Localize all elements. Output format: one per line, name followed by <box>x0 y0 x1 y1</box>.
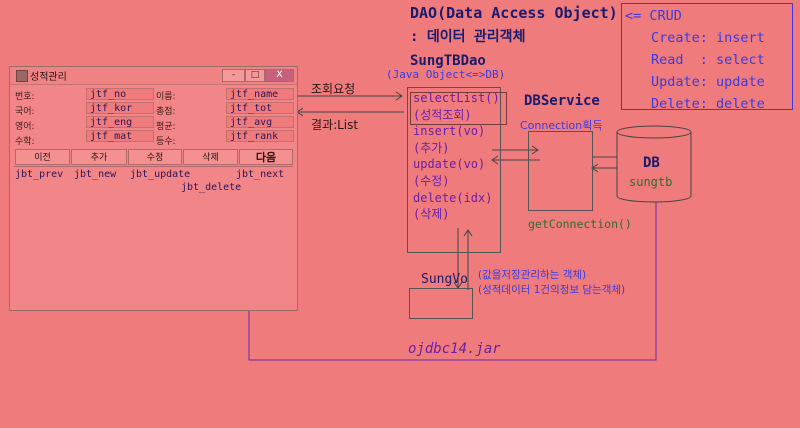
crud-update: Update: update <box>651 74 765 90</box>
dao-dbservice-arrow-top-head <box>531 145 539 155</box>
crud-box <box>621 3 793 110</box>
jar-label: ojdbc14.jar <box>408 341 501 357</box>
label-avg: 평균: <box>156 122 176 132</box>
crud-list: <= CRUD Create: insert Read : select Upd… <box>625 5 765 115</box>
dao-method-insert: insert(vo) <box>413 124 486 139</box>
next-button[interactable]: 다음 <box>239 149 293 165</box>
crud-read: Read : select <box>651 52 765 68</box>
var-new: jbt_new <box>74 169 117 180</box>
dao-method-delete: delete(idx) <box>413 190 493 205</box>
result-label: 결과:List <box>311 118 359 132</box>
db-cylinder-body <box>617 132 691 196</box>
crud-create: Create: insert <box>651 30 765 46</box>
label-kor: 국어: <box>15 107 35 117</box>
field-tot[interactable]: jtf_tot <box>226 102 294 114</box>
dbservice-method: getConnection() <box>528 217 632 231</box>
db-table-label: sungtb <box>629 175 673 189</box>
field-mat[interactable]: jtf_mat <box>86 130 154 142</box>
dao-subtitle: : 데이터 관리객체 <box>410 29 526 45</box>
var-prev: jbt_prev <box>15 169 64 180</box>
dao-method-update: update(vo) <box>413 157 486 172</box>
dao-method-insert-desc: (추가) <box>413 140 450 155</box>
close-button[interactable]: X <box>265 69 294 82</box>
request-arrow-head <box>395 91 403 101</box>
dao-dbservice-arrow-bottom-head <box>491 155 499 165</box>
label-tot: 총점: <box>156 107 176 117</box>
dao-method-select-desc: (성적조회) <box>413 107 472 122</box>
button-bar-divider <box>14 166 293 167</box>
dao-class-note: (Java Object<=>DB) <box>386 68 506 81</box>
var-update: jbt_update <box>130 169 191 180</box>
dao-method-delete-desc: (삭제) <box>413 207 450 222</box>
label-no: 번호: <box>15 92 35 102</box>
dao-method-select: selectList() <box>413 91 500 105</box>
dao-method-list: selectList() (성적조회) insert(vo) (추가) upda… <box>413 90 500 223</box>
add-button[interactable]: 추가 <box>71 149 127 165</box>
app-icon <box>16 70 28 82</box>
dbservice-box <box>528 131 593 211</box>
vo-note-1: (값을저장관리하는 객체) <box>478 269 587 281</box>
crud-header: <= CRUD <box>625 8 682 24</box>
sung-window: 성적관리 - □ X 번호: 국어: 영어: 수학: jtf_no jtf_ko… <box>9 66 298 311</box>
select-highlight <box>410 92 507 125</box>
minimize-button[interactable]: - <box>222 69 245 82</box>
window-titlebar[interactable]: 성적관리 - □ X <box>10 67 297 85</box>
field-rank[interactable]: jtf_rank <box>226 130 294 142</box>
db-cylinder-top <box>616 125 692 139</box>
label-name: 이름: <box>156 92 176 102</box>
dao-title: DAO(Data Access Object) <box>410 4 618 22</box>
db-label: DB <box>643 155 660 171</box>
dbservice-note: Connection획득 <box>520 119 603 132</box>
delete-button[interactable]: 삭제 <box>183 149 238 165</box>
dbservice-title: DBService <box>524 93 600 109</box>
dao-vo-arrow-up-head <box>463 229 473 237</box>
vo-name: SungVo <box>421 272 468 287</box>
field-no[interactable]: jtf_no <box>86 88 154 100</box>
crud-delete: Delete: delete <box>651 96 765 112</box>
field-name[interactable]: jtf_name <box>226 88 294 100</box>
dao-box <box>407 87 501 253</box>
var-delete: jbt_delete <box>181 182 242 193</box>
dao-method-update-desc: (수정) <box>413 173 450 188</box>
dao-class-name: SungTBDao <box>410 53 486 69</box>
field-eng[interactable]: jtf_eng <box>86 116 154 128</box>
update-button[interactable]: 수정 <box>128 149 182 165</box>
label-eng: 영어: <box>15 122 35 132</box>
label-rank: 등수: <box>156 137 176 147</box>
label-mat: 수학: <box>15 137 35 147</box>
field-avg[interactable]: jtf_avg <box>226 116 294 128</box>
request-label: 조회요청 <box>311 82 356 96</box>
maximize-button[interactable]: □ <box>245 69 265 82</box>
jar-classpath-line <box>248 202 657 361</box>
prev-button[interactable]: 이전 <box>15 149 70 165</box>
window-title: 성적관리 <box>30 72 67 83</box>
vo-note-2: (성적데이터 1건의정보 담는객체) <box>478 284 626 296</box>
var-next: jbt_next <box>236 169 285 180</box>
vo-box <box>409 288 473 319</box>
field-kor[interactable]: jtf_kor <box>86 102 154 114</box>
